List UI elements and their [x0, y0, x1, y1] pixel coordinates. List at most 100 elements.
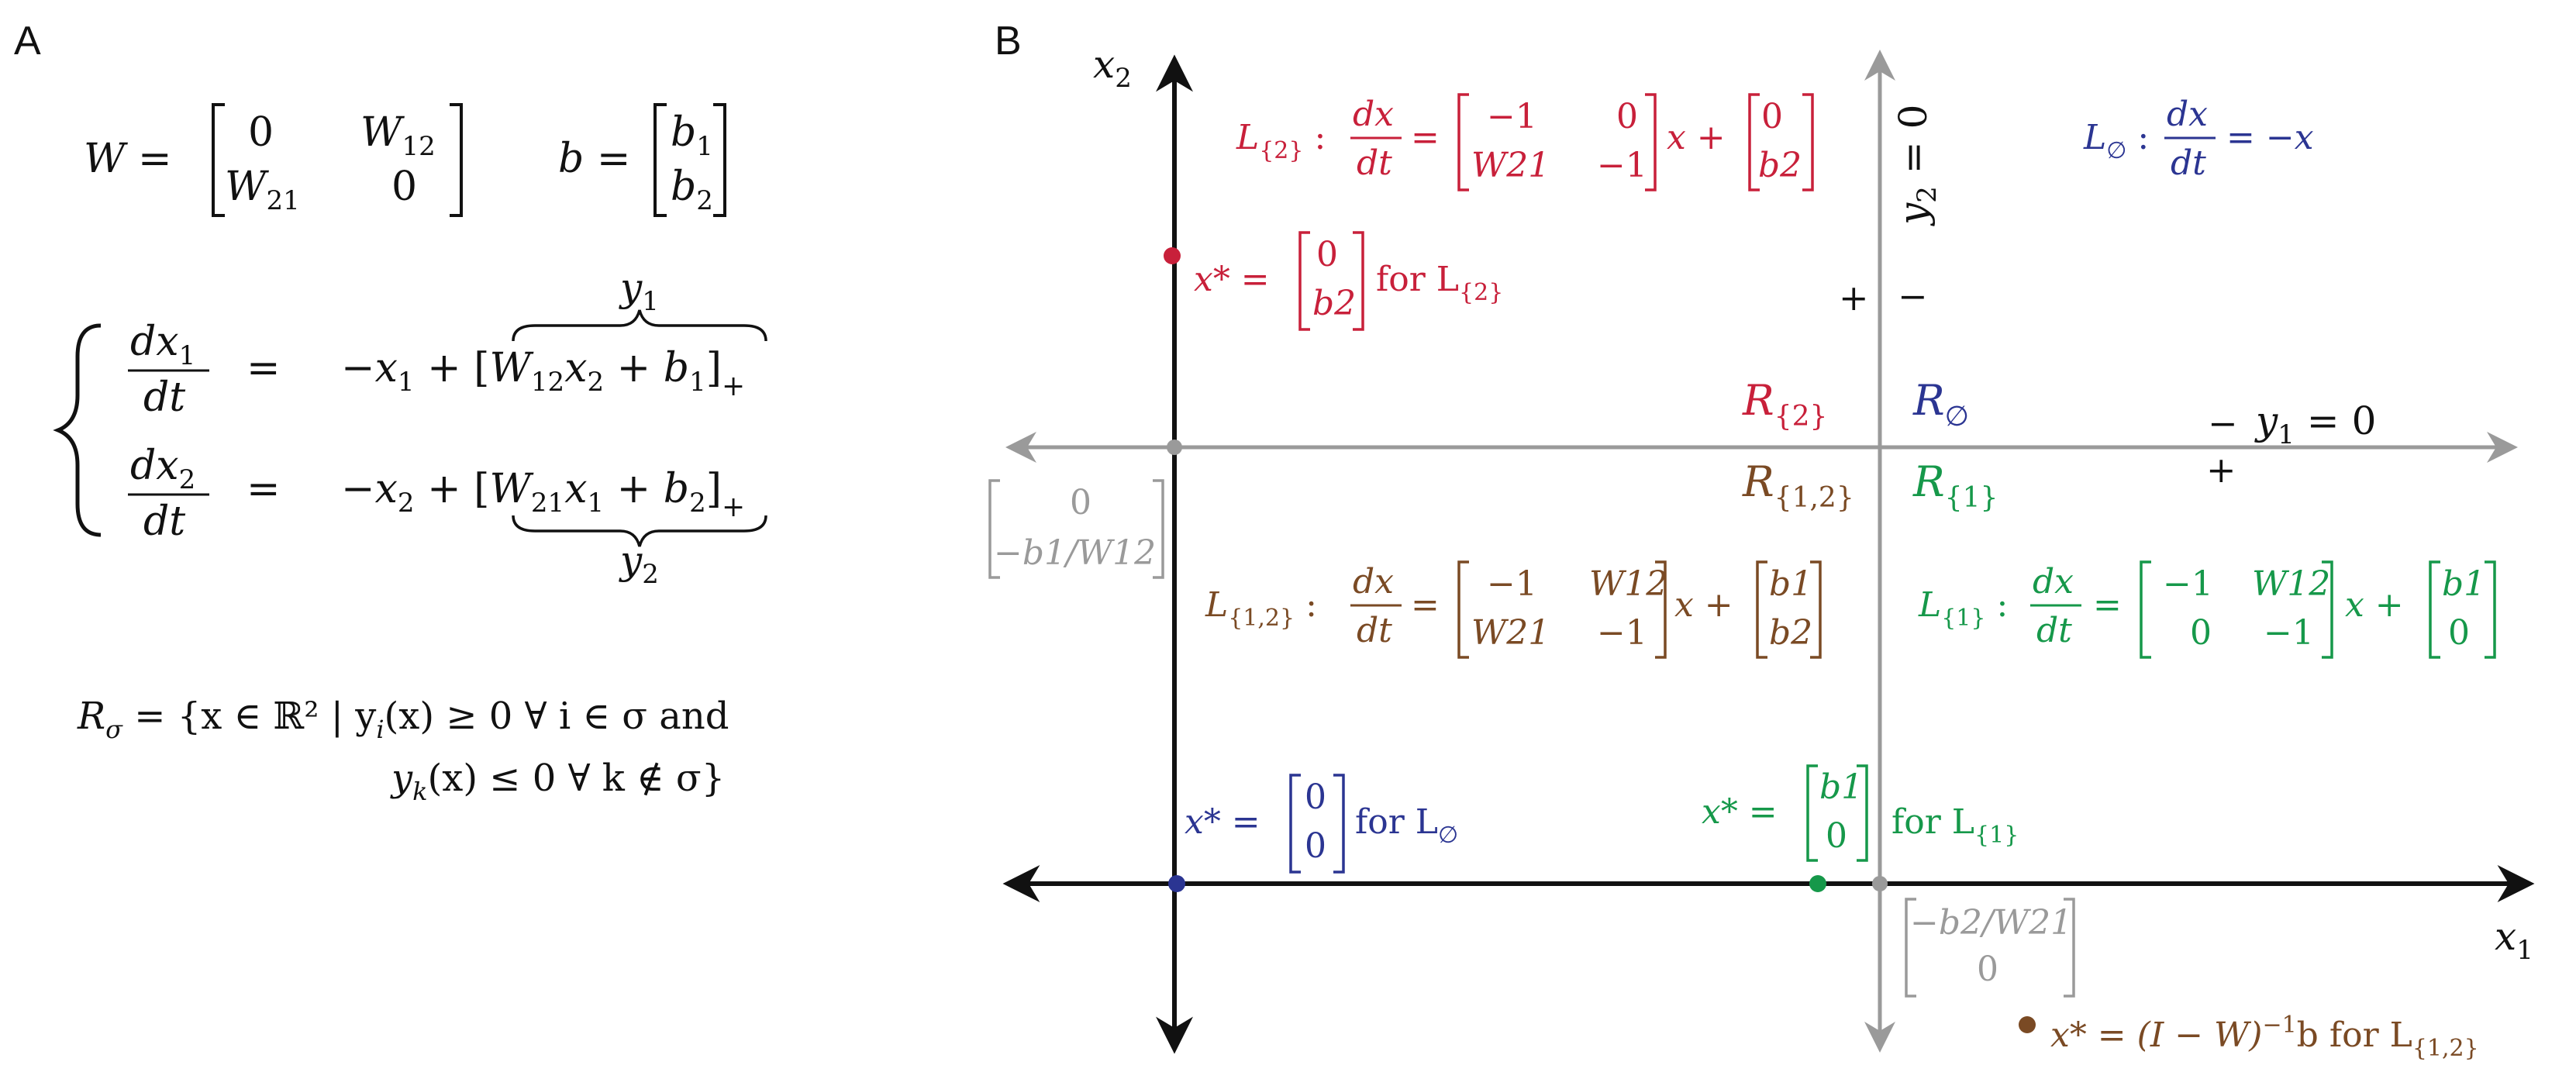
L2-xplus: x +: [1667, 118, 1726, 157]
panel-a: A W = 0 W12 W21 0 b = b1 b2 y1 dx1: [14, 19, 767, 806]
x1-axis-label: x1: [2495, 914, 2533, 966]
svg-text:b2: b2: [1312, 284, 1356, 323]
y1-sign-minus: −: [2208, 402, 2238, 444]
panel-a-label: A: [14, 19, 41, 64]
system-curly-brace: [53, 323, 102, 537]
svg-text:for L{1}: for L{1}: [1891, 802, 2019, 849]
w-right-bracket: [450, 103, 463, 217]
b-lhs: b =: [558, 136, 630, 182]
y2-sign-minus: −: [1898, 275, 1928, 317]
b-vector-definition: b = b1 b2: [558, 103, 726, 217]
eq2-denominator: dt: [143, 498, 185, 545]
svg-text:−b2/W21: −b2/W21: [1910, 903, 2072, 943]
Lempty-frac-num: dx: [2167, 95, 2208, 134]
region-definition-line-1: Rσ = {x ∈ ℝ² | yi(x) ≥ 0 ∀ i ∈ σ and: [77, 695, 729, 744]
region-r12-label: R{1,2}: [1742, 457, 1854, 514]
svg-text:0: 0: [1070, 483, 1091, 522]
svg-text:y2 = 0: y2 = 0: [1891, 105, 1943, 226]
L12-m22: −1: [1597, 613, 1647, 653]
svg-text:x* =: x* =: [1702, 792, 1778, 832]
fixed-point-L1-marker: [1809, 875, 1826, 892]
fixed-point-L1-label: x* = b1 0 for L{1}: [1702, 764, 2019, 862]
system-L1: L{1} : dx dt = −1 W12 0 −1 x + b1 0: [1918, 560, 2496, 659]
L1-m12: W12: [2252, 564, 2330, 604]
y1-brace-label: y1: [619, 265, 659, 317]
nullcline-intersection-left: [1167, 440, 1182, 455]
fixed-point-L12-label: x* = (I − W)−1b for L{1,2}: [2050, 1012, 2479, 1062]
eq1-equals: =: [247, 345, 281, 391]
svg-text:0: 0: [1305, 826, 1326, 866]
L2-m12: 0: [1616, 97, 1638, 136]
L2-m22: −1: [1597, 146, 1647, 185]
panel-b: B x2 x1 y2 = 0 + − y1 = 0 − + R{2} R∅ R{…: [988, 19, 2535, 1062]
w-entry-21: W21: [225, 164, 300, 216]
y1-overbrace: y1: [512, 265, 767, 342]
svg-text:0: 0: [1826, 816, 1847, 856]
fixed-point-L2-label: x* = 0 b2 for L{2}: [1194, 231, 1503, 331]
system-Lempty: L∅ : dx dt = −x: [2083, 95, 2314, 183]
L1-v2: 0: [2448, 613, 2470, 653]
L1-m11: −1: [2163, 564, 2213, 604]
y1-sign-plus: +: [2206, 449, 2236, 491]
svg-text:0: 0: [1977, 950, 1998, 989]
L2-frac-num: dx: [1353, 95, 1394, 134]
L12-m21: W21: [1471, 613, 1550, 653]
nullcline-intersection-bottom: [1872, 876, 1888, 891]
system-L2: L{2} : dx dt = −1 0 W21 −1 x + 0 b2: [1236, 93, 1814, 191]
svg-text:for L∅: for L∅: [1355, 802, 1458, 849]
svg-text:0: 0: [1316, 235, 1338, 274]
L12-xplus: x +: [1674, 585, 1733, 625]
Lempty-rhs: = −x: [2226, 118, 2314, 157]
y2-nullcline-label: y2 = 0: [1891, 105, 1943, 226]
w-matrix-definition: W = 0 W12 W21 0: [84, 103, 463, 217]
eq1-numerator: dx1: [130, 319, 195, 371]
L1-m21: 0: [2190, 613, 2212, 653]
y2-underbrace: y2: [512, 515, 767, 590]
L1-xplus: x +: [2345, 585, 2404, 625]
b-left-bracket: [653, 103, 667, 217]
y1-nullcline-label: y1 = 0: [2254, 398, 2376, 450]
b-right-bracket: [713, 103, 726, 217]
L12-m12: W12: [1589, 564, 1667, 604]
gray-vector-bottom: −b2/W21 0: [1905, 898, 2075, 998]
fixed-point-L12-marker: [2019, 1016, 2036, 1033]
L12-v1: b1: [1769, 564, 1812, 604]
svg-text:for L{2}: for L{2}: [1376, 260, 1503, 306]
L2-v1: 0: [1761, 97, 1783, 136]
y2-brace-label: y2: [619, 538, 659, 590]
eq1-denominator: dt: [143, 374, 185, 421]
system-L12: L{1,2} : dx dt = −1 W12 W21 −1 x + b1 b2: [1205, 560, 1822, 659]
svg-text:x* =: x* =: [1185, 802, 1260, 842]
svg-text:0: 0: [1305, 777, 1326, 817]
L12-frac-den: dt: [1357, 611, 1392, 650]
L1-frac-den: dt: [2036, 611, 2072, 650]
L12-v2: b2: [1769, 613, 1812, 653]
Lempty-frac-den: dt: [2171, 143, 2206, 183]
w-entry-12: W12: [360, 109, 436, 162]
y2-sign-plus: +: [1839, 277, 1869, 319]
fixed-point-Lempty-marker: [1168, 875, 1185, 892]
eq2-rhs: −x2 + [W21x1 + b2]+: [341, 466, 745, 523]
svg-text:x* =: x* =: [1194, 260, 1270, 299]
region-r2-label: R{2}: [1742, 376, 1827, 433]
region-definition-line-2: yk(x) ≤ 0 ∀ k ∉ σ}: [390, 757, 725, 806]
svg-text:x* = (I − W)−1b for L{1,2}: x* = (I − W)−1b for L{1,2}: [2050, 1012, 2479, 1062]
fixed-point-Lempty-label: x* = 0 0 for L∅: [1185, 774, 1458, 874]
gray-vector-left: 0 −b1/W12: [988, 479, 1164, 579]
equation-2: dx2 dt = −x2 + [W21x1 + b2]+: [128, 443, 745, 545]
L12-equals: =: [1411, 585, 1440, 625]
L2-m11: −1: [1487, 97, 1537, 136]
L12-name: L{1,2} :: [1205, 585, 1317, 632]
L1-equals: =: [2093, 585, 2122, 625]
Lempty-name: L∅ :: [2083, 118, 2149, 164]
b-entry-1: b1: [671, 109, 713, 162]
region-r1-label: R{1}: [1912, 457, 1998, 514]
L1-frac-num: dx: [2033, 562, 2074, 602]
L12-frac-num: dx: [1353, 562, 1394, 602]
eq1-rhs: −x1 + [W12x2 + b1]+: [341, 345, 745, 402]
b-entry-2: b2: [671, 164, 713, 216]
equation-1: dx1 dt = −x1 + [W12x2 + b1]+: [128, 319, 745, 421]
L2-frac-den: dt: [1357, 143, 1392, 183]
L1-v1: b1: [2442, 564, 2485, 604]
